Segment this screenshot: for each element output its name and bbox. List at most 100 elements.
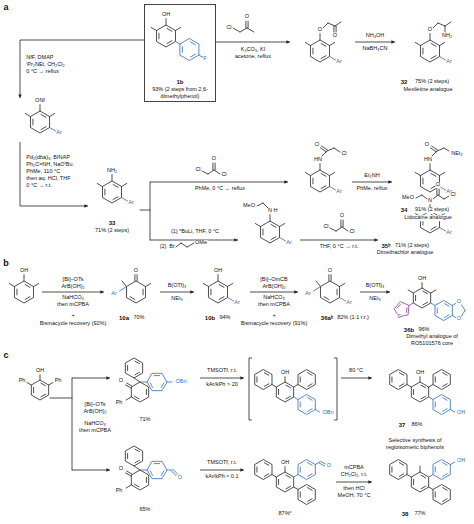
- chem-text: Cl: [323, 224, 329, 230]
- arrowhead: [368, 376, 372, 379]
- aryl-label: OH: [457, 458, 466, 464]
- chem-text: HN: [424, 157, 433, 163]
- bond: [135, 361, 139, 364]
- chem-text: mCPBA: [344, 465, 364, 471]
- chem-text: Bismacycle recovery (92%): [39, 321, 106, 327]
- bond: [437, 148, 444, 151]
- chem-text: Cl: [341, 151, 347, 157]
- aryl-label: O: [327, 463, 332, 469]
- bond: [126, 473, 131, 476]
- aryl-label: Ar: [286, 240, 292, 246]
- bond: [431, 43, 436, 46]
- aryl-label: OBn: [175, 379, 187, 385]
- bond: [300, 402, 301, 407]
- bracket: [334, 358, 337, 420]
- bond: [430, 163, 431, 170]
- bond: [300, 467, 301, 472]
- ring: [125, 446, 142, 466]
- ring: [255, 370, 272, 390]
- bond: [150, 471, 153, 475]
- chem-text: 0 °C → reflux: [26, 69, 59, 75]
- bond: [154, 375, 159, 376]
- bond: [240, 28, 247, 32]
- chem-text: then aq. HCl, THF: [26, 176, 71, 182]
- ring: [413, 288, 430, 308]
- aryl-label: Ar: [234, 300, 240, 306]
- bond: [210, 289, 211, 295]
- bond: [421, 475, 425, 478]
- bond: [431, 290, 436, 293]
- compound-number: 1b: [147, 79, 213, 86]
- bond: [146, 477, 147, 482]
- bond: [409, 303, 413, 306]
- chem-text: O: [245, 14, 250, 20]
- chem-text: O: [333, 33, 338, 39]
- bond: [433, 195, 438, 199]
- compound-number: 10a: [119, 315, 130, 321]
- chem-text: NaBH₃CN: [362, 46, 387, 52]
- bond: [440, 57, 446, 61]
- bond: [286, 396, 290, 399]
- bond: [423, 302, 427, 305]
- bond: [420, 466, 421, 472]
- bond: [407, 475, 411, 478]
- chem-text: 80 °C: [349, 368, 363, 374]
- bond: [127, 453, 128, 458]
- bond: [391, 377, 392, 382]
- bond: [294, 397, 298, 400]
- bond: [27, 383, 31, 386]
- chem-text: O: [428, 27, 433, 33]
- aryl-label: Ar: [336, 189, 342, 195]
- chem-text: NEt₃: [369, 296, 381, 302]
- bond: [294, 475, 298, 478]
- bond: [215, 163, 216, 170]
- bond: [443, 463, 447, 466]
- bond: [333, 26, 334, 32]
- bond: [320, 163, 321, 170]
- bond: [50, 128, 56, 132]
- bond: [228, 298, 234, 302]
- bond: [173, 469, 178, 474]
- bond: [9, 284, 14, 287]
- reaction-arrow: [160, 292, 194, 293]
- compound-box: 1b93% (2 steps from 2,6-dimethylphenol): [144, 4, 216, 102]
- bond: [190, 42, 195, 45]
- bond: [34, 284, 39, 287]
- bond: [450, 410, 454, 413]
- aryl-label: F: [203, 56, 207, 62]
- chem-text: N: [428, 198, 433, 204]
- chem-text: 65%: [139, 507, 151, 513]
- reaction-arrow: [336, 482, 372, 483]
- chem-text: acetone, reflux: [235, 54, 272, 60]
- bond: [154, 463, 159, 464]
- bond: [421, 486, 425, 489]
- bond: [438, 23, 445, 26]
- bond: [308, 398, 312, 401]
- aryl-label: Ar: [305, 291, 311, 297]
- bond: [112, 174, 113, 181]
- bond: [429, 475, 433, 478]
- reaction-arrow: [150, 182, 288, 183]
- chem-text: PhMe, reflux: [356, 186, 387, 192]
- ring: [433, 485, 450, 505]
- bond: [167, 41, 172, 44]
- bond: [256, 467, 257, 472]
- compound-number: 36b: [404, 327, 415, 333]
- bond: [294, 385, 298, 388]
- bond: [330, 187, 336, 191]
- bond: [158, 33, 159, 39]
- chem-text: NH₂: [442, 33, 453, 39]
- bond: [443, 398, 447, 401]
- bond: [135, 460, 139, 463]
- chem-text: O: [340, 213, 345, 219]
- bond: [407, 385, 411, 388]
- bond: [40, 374, 41, 380]
- chem-text: Cl: [450, 192, 456, 198]
- chem-text: MeO: [243, 203, 256, 209]
- bond: [435, 467, 436, 472]
- bond: [435, 492, 436, 497]
- chem-text: PhMe, 0 °C → reflux: [195, 186, 246, 192]
- bond: [320, 33, 321, 40]
- chem-text: [Bi]–OTs: [62, 277, 83, 283]
- bond: [431, 303, 435, 306]
